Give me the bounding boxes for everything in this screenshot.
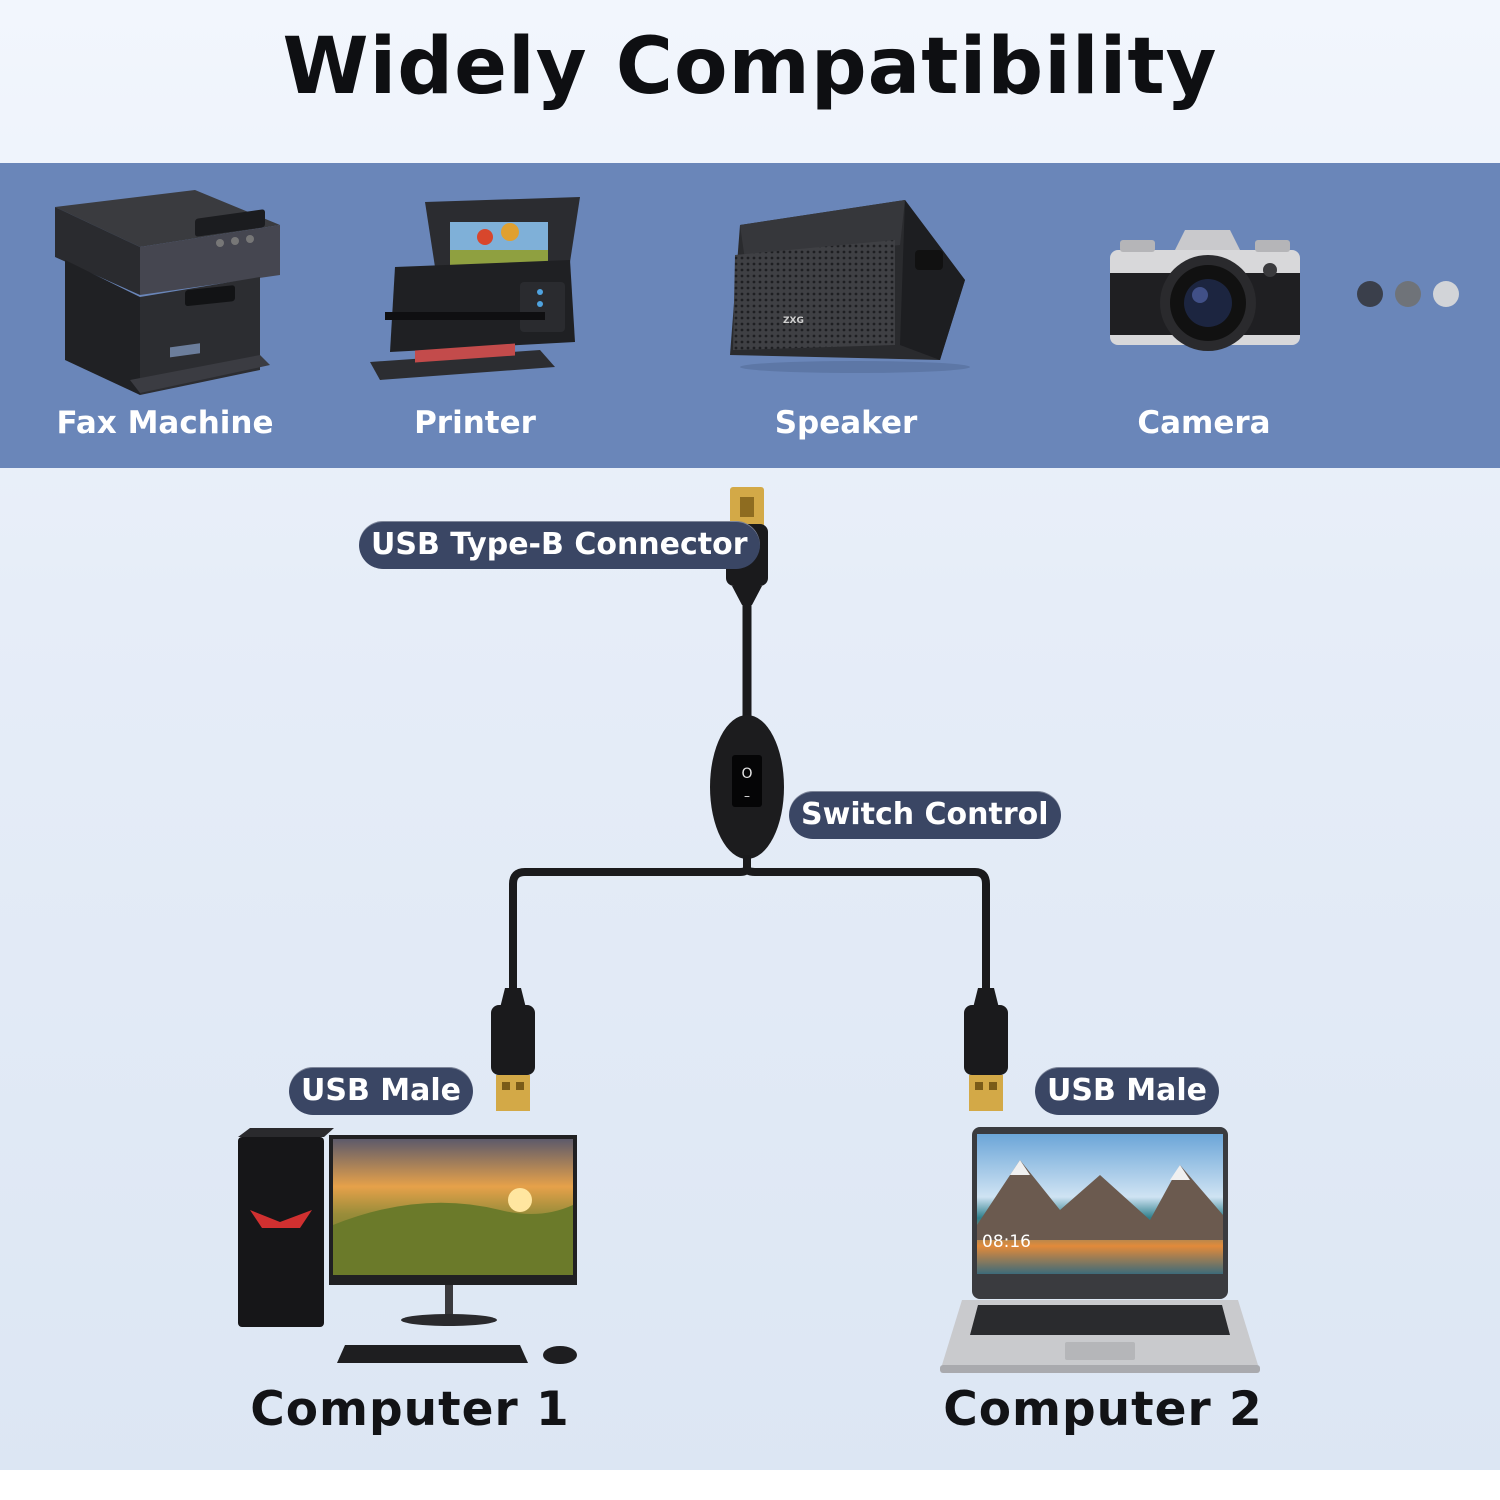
camera-icon bbox=[1110, 230, 1300, 351]
computer-1-label: Computer 1 bbox=[250, 1382, 570, 1437]
callout-usb-male-right: USB Male bbox=[1035, 1067, 1220, 1115]
more-dots-icon bbox=[1357, 281, 1459, 307]
callout-usb-male-left: USB Male bbox=[289, 1067, 474, 1115]
speaker-brand-label: ZXG bbox=[783, 316, 804, 326]
switch-control-box: O – bbox=[710, 715, 784, 859]
computer-2-label: Computer 2 bbox=[943, 1382, 1263, 1437]
switch-off-symbol: – bbox=[744, 789, 750, 803]
usb-male-right-connector bbox=[964, 988, 1008, 1111]
device-label-printer: Printer bbox=[414, 405, 536, 441]
usb-male-left-connector bbox=[491, 988, 535, 1111]
printer-icon bbox=[370, 197, 580, 380]
callout-type-b: USB Type-B Connector bbox=[359, 521, 760, 569]
bottom-strip bbox=[0, 1470, 1500, 1500]
laptop-clock: 08:16 bbox=[982, 1232, 1031, 1252]
cable-left-branch bbox=[509, 855, 751, 1000]
desktop-computer-icon bbox=[238, 1128, 577, 1364]
speaker-icon: ZXG bbox=[730, 200, 970, 373]
page-title: Widely Compatibility bbox=[282, 22, 1218, 112]
laptop-computer-icon: 08:16 bbox=[940, 1127, 1260, 1373]
switch-on-symbol: O bbox=[741, 766, 752, 782]
device-label-fax: Fax Machine bbox=[56, 405, 274, 441]
fax-machine-icon bbox=[55, 190, 280, 395]
device-label-speaker: Speaker bbox=[774, 405, 918, 441]
callout-switch-control: Switch Control bbox=[789, 791, 1061, 839]
cable-right-branch bbox=[743, 855, 990, 1000]
device-label-camera: Camera bbox=[1137, 405, 1271, 441]
